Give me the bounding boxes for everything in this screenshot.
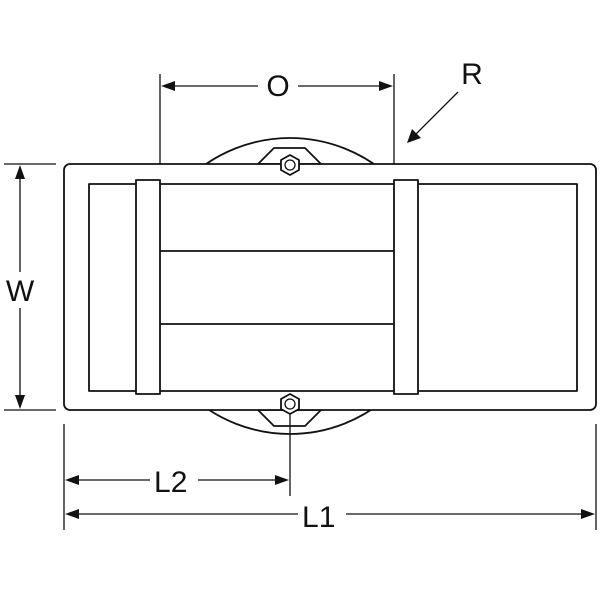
r-arrowhead xyxy=(407,129,421,143)
w-arrow-top xyxy=(15,165,25,179)
l2-arrow-right xyxy=(275,475,289,485)
bottom-nut-icon xyxy=(280,393,300,415)
outer-frame xyxy=(63,163,597,411)
o-label: O xyxy=(266,70,289,103)
left-upright xyxy=(135,179,161,395)
r-leader-line xyxy=(411,91,459,139)
l1-label: L1 xyxy=(302,501,335,534)
right-upright xyxy=(393,179,419,395)
r-label: R xyxy=(461,58,483,91)
w-label: W xyxy=(6,275,35,308)
inner-frame xyxy=(88,183,578,392)
o-arrow-right xyxy=(379,81,393,91)
top-nut-icon xyxy=(280,154,300,176)
l1-arrow-left xyxy=(65,509,79,519)
w-arrow-bottom xyxy=(15,395,25,409)
l1-arrow-right xyxy=(581,509,595,519)
l2-label: L2 xyxy=(154,466,187,499)
o-arrow-left xyxy=(161,81,175,91)
l2-arrow-left xyxy=(65,475,79,485)
